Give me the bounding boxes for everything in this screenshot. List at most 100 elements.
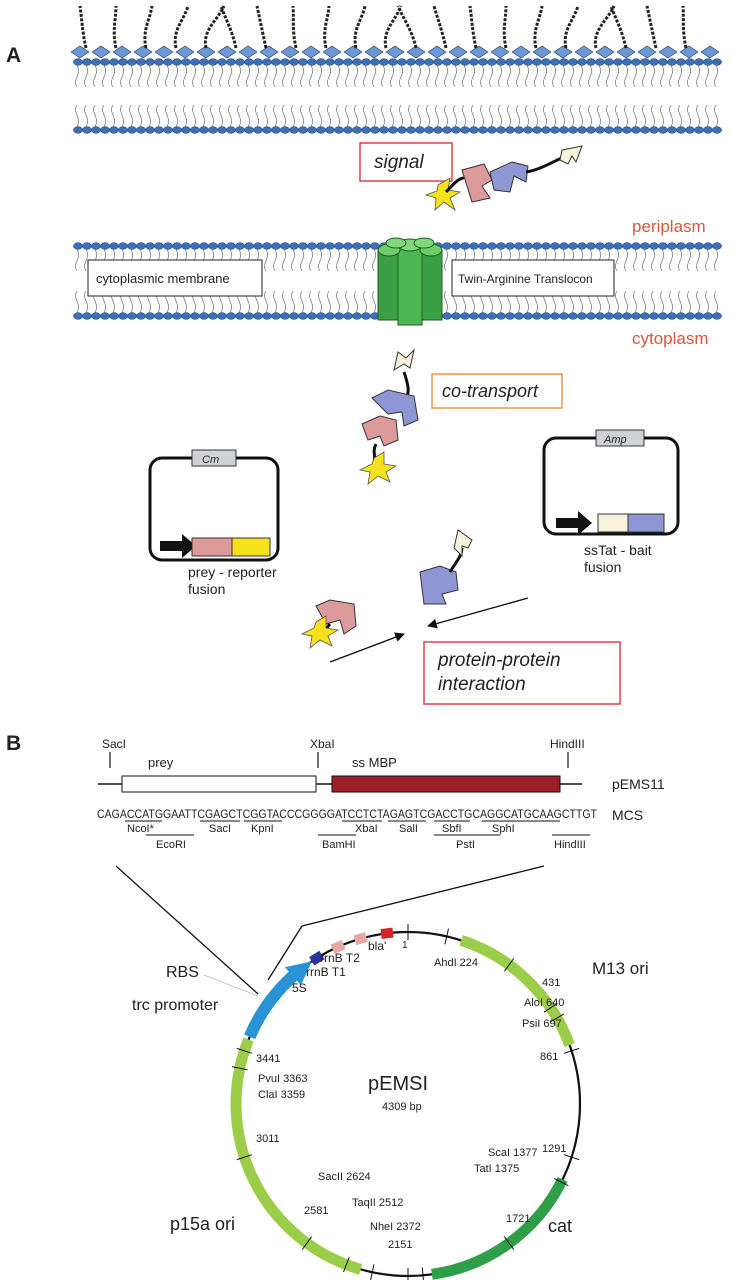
prey-segment-label: prey [148, 755, 174, 770]
rrnb-t1-label: rrnB T1 [306, 965, 346, 979]
mcs-site-sali: SalI [399, 823, 418, 835]
site-pvui: PvuI 3363 [258, 1073, 308, 1085]
cat-label: cat [548, 1216, 572, 1236]
m13-ori-label: M13 ori [592, 959, 649, 978]
bla-box [380, 927, 394, 939]
hindiii-top-label: HindIII [550, 737, 585, 751]
cm-label: Cm [202, 454, 219, 466]
mcs-label: MCS [612, 807, 643, 823]
mcs-site-bamhi: BamHI [322, 839, 356, 851]
site-nhei: NheI 2372 [370, 1221, 421, 1233]
site-taqii: TaqII 2512 [352, 1197, 403, 1209]
site-ahdi: AhdI 224 [434, 957, 478, 969]
sstat-bait-label: ssTat - bait [584, 542, 652, 558]
free-prey [300, 599, 357, 649]
signal-label: signal [374, 152, 424, 173]
site-aloi: AloI 640 [524, 997, 564, 1009]
pems11-label: pEMS11 [612, 776, 665, 792]
pos-1721: 1721 [506, 1213, 530, 1225]
periplasmic-complex [424, 145, 583, 212]
cytoplasmic-membrane-label: cytoplasmic membrane [96, 271, 230, 286]
free-bait [419, 529, 473, 605]
pos-3441: 3441 [256, 1053, 280, 1065]
pemsi-plasmid-map [230, 924, 582, 1280]
plasmid-name: pEMSI [368, 1073, 428, 1095]
mcs-site-hindiii: HindIII [554, 839, 586, 851]
prey-segment [121, 775, 317, 793]
m13-ori-arc [459, 935, 575, 1048]
lps-chains [78, 5, 688, 49]
prey-reporter-label-2: fusion [188, 581, 225, 597]
ppi-box [423, 641, 621, 705]
mcs-site-ncoi: NcoI* [127, 823, 155, 835]
trc-promoter-arrowhead [284, 961, 312, 986]
bait-plasmid: Amp ssTat - bait fusion [542, 429, 680, 575]
bait-arrow [427, 597, 529, 629]
site-clai: ClaI 3359 [258, 1089, 305, 1101]
five-s-box [330, 939, 346, 954]
cm-marker [191, 449, 237, 467]
ppi-label-2: interaction [438, 674, 526, 695]
site-tati: TatI 1375 [474, 1163, 519, 1175]
trc-promoter-label: trc promoter [132, 997, 219, 1014]
mcs-sequence: CAGACCATGGAATTCGAGCTCGGTACCCGGGGATCCTCTA… [97, 807, 598, 821]
ss-mbp-segment [331, 775, 561, 793]
ss-mbp-label: ss MBP [352, 755, 397, 770]
site-psii: PsiI 697 [522, 1018, 562, 1030]
panel-a-label: A [6, 44, 21, 67]
cat-arc [431, 1176, 568, 1280]
plasmid-size: 4309 bp [382, 1101, 422, 1113]
trc-promoter-arc [244, 967, 302, 1040]
zoom-line-right [301, 865, 545, 927]
rbs-box [309, 950, 325, 966]
signal-box [359, 142, 453, 182]
rrnb-box [353, 932, 368, 946]
rrnb-t2-label: rrnB T2 [320, 951, 360, 965]
pos-1291: 1291 [542, 1143, 566, 1155]
outer-membrane [70, 45, 722, 134]
sstat-bait-label-2: fusion [584, 559, 621, 575]
cytoplasmic-complex [358, 348, 419, 485]
tat-translocon [377, 237, 443, 326]
zoom-line-left [115, 865, 259, 995]
cytoplasm-label: cytoplasm [632, 329, 709, 348]
cytoplasmic-membrane [73, 242, 722, 320]
pos-861: 861 [540, 1051, 558, 1063]
mcs-site-kpni: KpnI [251, 823, 274, 835]
panel-b-label: B [6, 732, 21, 755]
mcs-site-saci: SacI [209, 823, 231, 835]
pos-3011: 3011 [256, 1133, 280, 1145]
co-transport-box [431, 373, 563, 409]
ppi-label-1: protein-protein [437, 650, 561, 671]
pos-2151: 2151 [388, 1239, 412, 1251]
saci-top-label: SacI [102, 737, 126, 751]
mcs-site-sphi: SphI [492, 823, 515, 835]
amp-label: Amp [603, 434, 627, 446]
mcs-underlines [125, 820, 590, 836]
pos-1: 1 [402, 940, 408, 951]
mcs-site-psti: PstI [456, 839, 475, 851]
five-s-label: 5S [292, 981, 307, 995]
pos-2581: 2581 [304, 1205, 328, 1217]
mcs-site-sbfi: SbfI [442, 823, 462, 835]
xbai-top-label: XbaI [310, 737, 335, 751]
prey-reporter-label: prey - reporter [188, 564, 277, 580]
amp-marker [595, 429, 645, 447]
prey-arrow [329, 632, 405, 663]
site-scai: ScaI 1377 [488, 1147, 538, 1159]
periplasm-label: periplasm [632, 217, 706, 236]
p15a-ori-label: p15a ori [170, 1214, 235, 1234]
p15a-ori-arc [230, 1037, 363, 1275]
cytoplasmic-membrane-label-box: cytoplasmic membrane [87, 259, 263, 297]
rbs-label: RBS [166, 964, 199, 981]
co-transport-label: co-transport [442, 381, 539, 401]
twin-arginine-translocon-label-box: Twin-Arginine Translocon [451, 259, 615, 297]
site-sacii: SacII 2624 [318, 1171, 371, 1183]
prey-reporter-plasmid: Cm prey - reporter fusion [148, 449, 280, 597]
pos-431: 431 [542, 977, 560, 989]
mcs-site-xbai: XbaI [355, 823, 378, 835]
bla-label: bla' [368, 939, 386, 953]
twin-arginine-translocon-label: Twin-Arginine Translocon [458, 272, 593, 286]
mcs-site-ecori: EcoRI [156, 839, 186, 851]
